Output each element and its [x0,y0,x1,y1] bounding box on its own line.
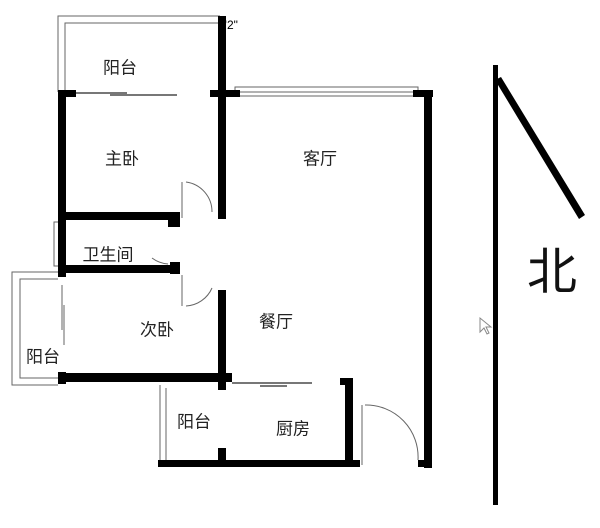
cursor-icon [479,316,493,335]
room-label-balcony-top: 阳台 [103,58,137,79]
room-label-second-bedroom: 次卧 [140,320,174,341]
north-arrow-icon [493,65,585,505]
room-label-master-bedroom: 主卧 [105,149,139,170]
thin-outlines [11,15,419,465]
sliding-doors [76,92,312,387]
room-label-living-room: 客厅 [303,149,337,170]
room-label-kitchen: 厨房 [276,419,310,440]
dimension-label: 2'2" [218,18,238,32]
north-label: 北 [527,243,577,301]
room-label-dining-room: 餐厅 [259,312,293,333]
room-label-bathroom: 卫生间 [82,245,134,266]
room-label-balcony-bottom: 阳台 [177,412,211,433]
walls [58,16,433,468]
room-label-balcony-left: 阳台 [26,347,60,368]
